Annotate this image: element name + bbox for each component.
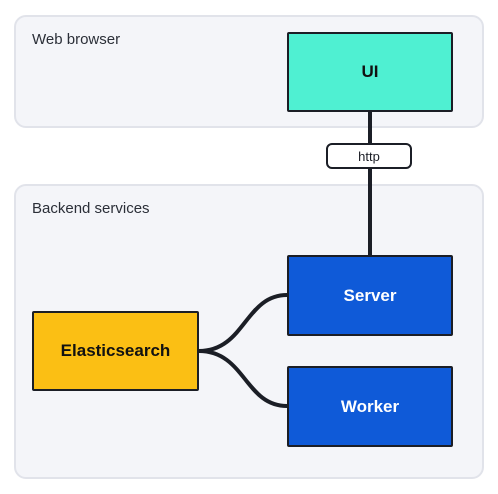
web-browser-group-label: Web browser <box>32 31 121 48</box>
ui-node-label: UI <box>361 62 379 81</box>
server-node-label: Server <box>343 285 397 305</box>
server-node: Server <box>287 255 453 336</box>
worker-node-label: Worker <box>340 396 400 416</box>
http-edge-label: http <box>326 143 412 169</box>
backend-services-group-label: Backend services <box>32 200 150 217</box>
ui-node: UI <box>287 32 453 112</box>
worker-node: Worker <box>287 366 453 447</box>
elasticsearch-node-label: Elasticsearch <box>60 341 171 360</box>
elasticsearch-node: Elasticsearch <box>32 311 199 391</box>
